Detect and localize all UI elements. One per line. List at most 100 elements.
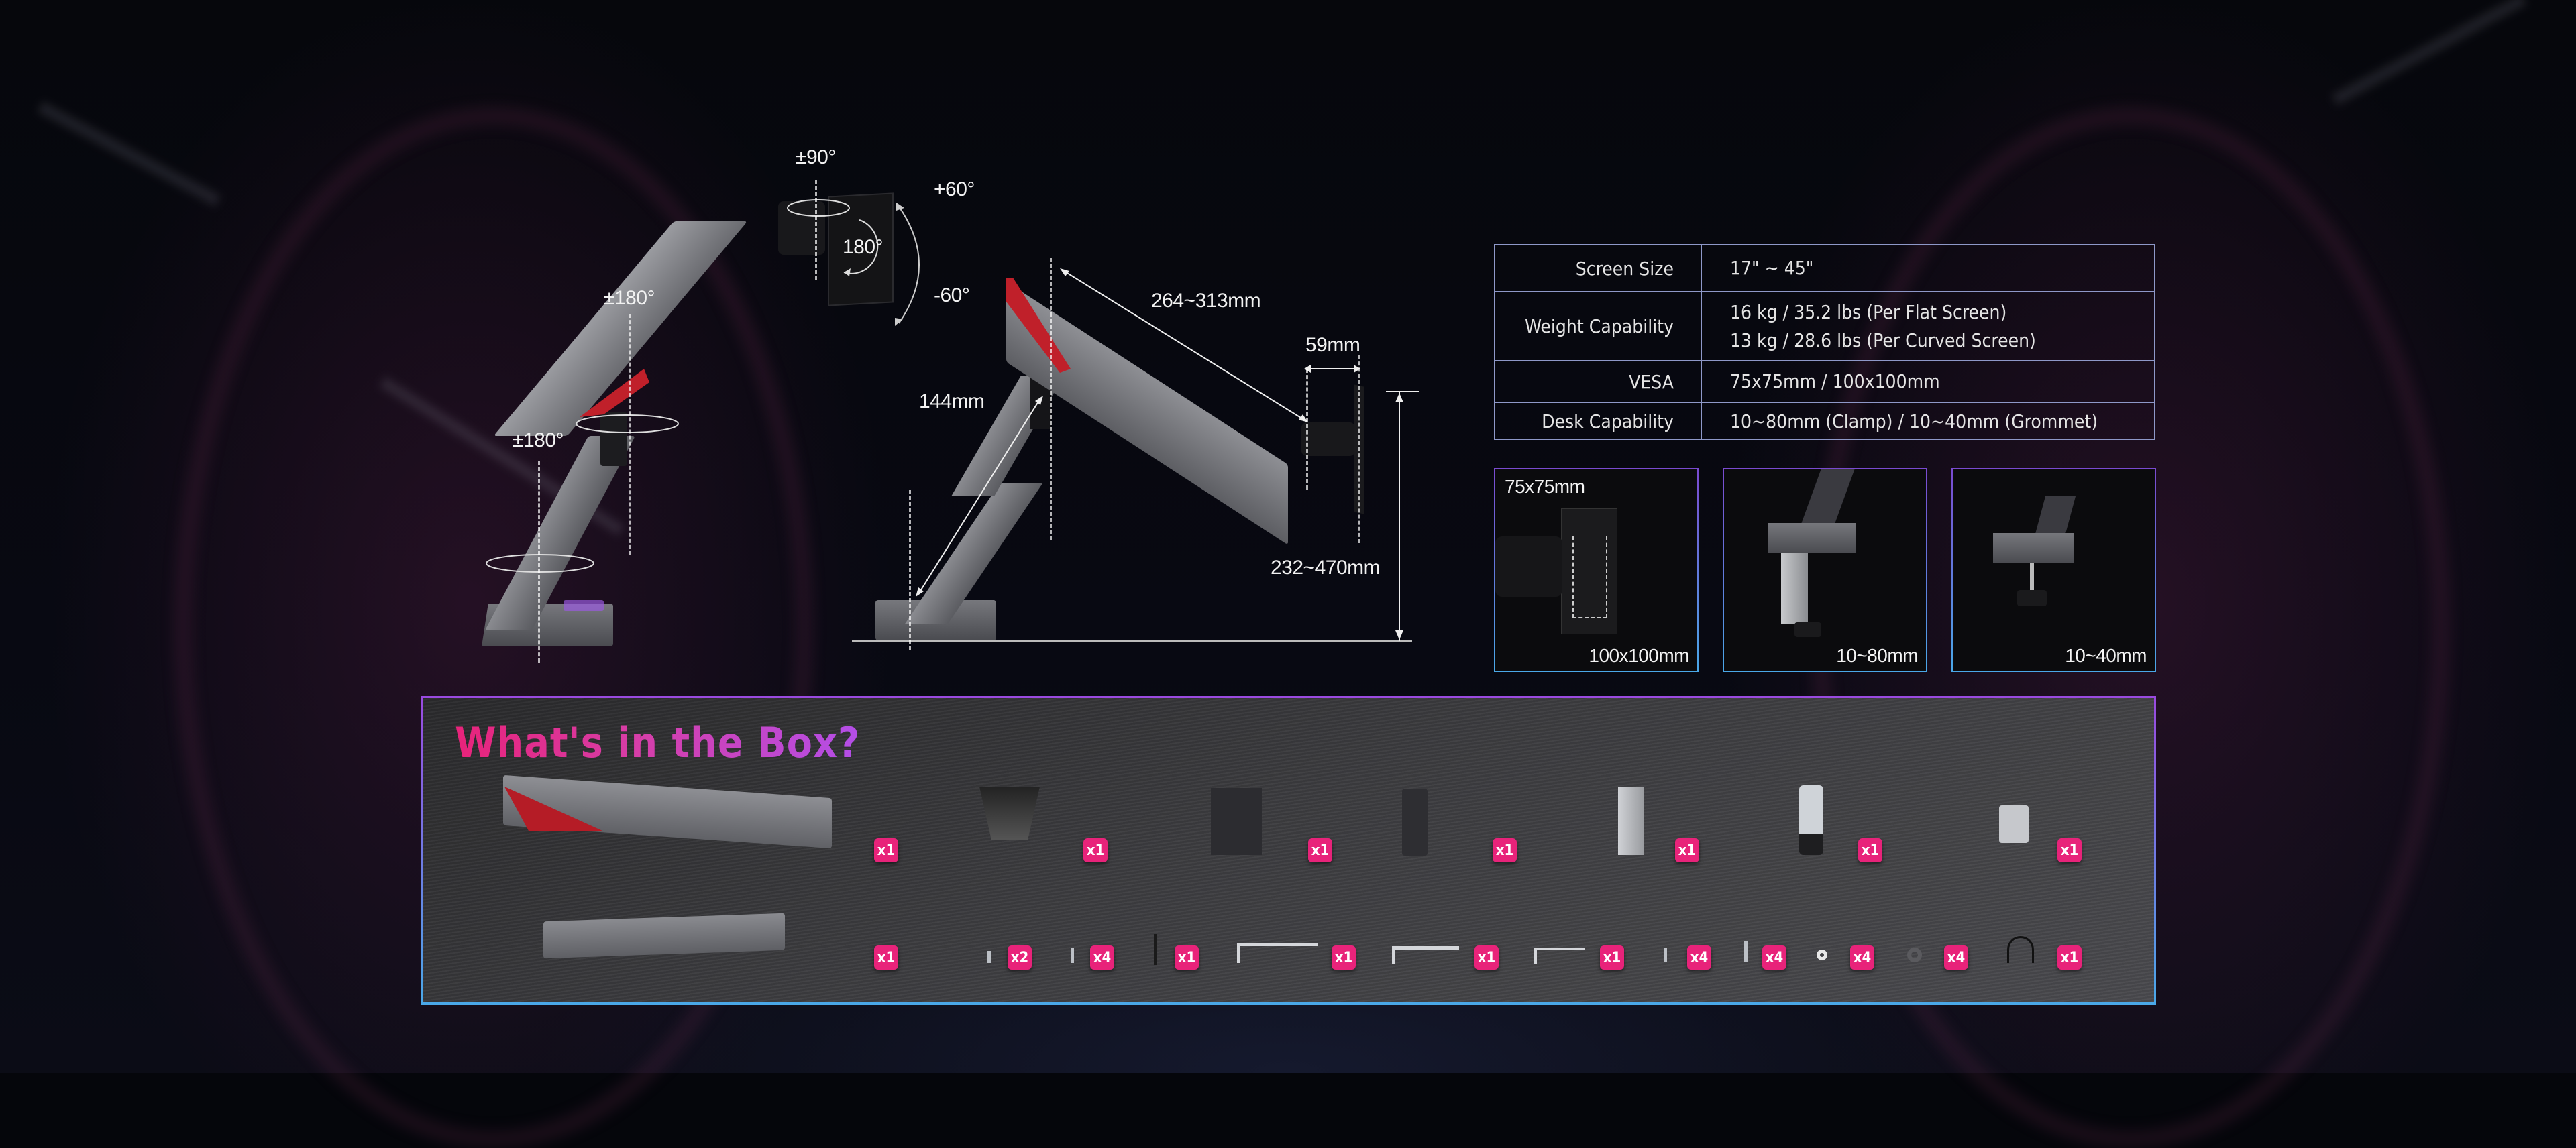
panel-bottom-label: 10~80mm [1836,645,1918,666]
panel-top-label: 75x75mm [1505,476,1585,497]
axis-line [1358,355,1360,543]
part-screw [1071,948,1074,963]
arm-image [1801,469,1855,523]
part-large-allen-key [1237,943,1318,963]
spec-label: VESA [1495,361,1702,402]
qty-badge: x1 [1675,838,1699,862]
clamp-knob [1794,622,1821,637]
qty-badge: x1 [1083,838,1108,862]
qty-badge: x1 [1308,838,1332,862]
part-spacer [1907,948,1922,962]
upper-swivel-label: ±180° [604,287,655,309]
vesa-hole-outline [1572,536,1607,618]
spec-value: 17" ~ 45" [1730,257,1814,279]
part-clamp-screw [1799,785,1823,855]
qty-badge: x1 [1858,838,1882,862]
qty-badge: x1 [874,945,898,970]
qty-badge: x1 [2057,945,2082,970]
dimension-arrow-height [1386,391,1419,641]
qty-badge: x1 [1474,945,1499,970]
part-base [979,787,1040,840]
qty-badge: x1 [1600,945,1624,970]
tilt-down-label: -60° [934,284,970,306]
axis-line [538,461,540,663]
vesa-offset-label: 59mm [1305,334,1360,356]
panel-bottom-label: 100x100mm [1589,645,1689,666]
qty-badge: x1 [874,838,898,862]
spec-value: 75x75mm / 100x100mm [1730,370,1940,392]
part-vesa-plate [1211,788,1262,855]
qty-badge: x4 [1850,945,1874,970]
qty-badge: x4 [1687,945,1711,970]
spec-label: Weight Capability [1495,292,1702,360]
qty-badge: x1 [2057,838,2082,862]
spec-label: Desk Capability [1495,403,1702,440]
grommet-rod [2030,563,2034,590]
swivel-ellipse-icon [787,199,850,217]
monitor-mount [1301,422,1355,456]
dimension-arrow-upper [1060,268,1308,422]
qty-badge: x1 [1332,945,1356,970]
height-range-label: 232~470mm [1271,557,1381,579]
desk-line [852,640,1412,642]
clamp-image [1781,553,1808,624]
whats-in-the-box: What's in the Box? x1 x1 x1 x1 x1 x1 x1 … [421,696,2156,1005]
qty-badge: x1 [1493,838,1517,862]
part-short-screw [987,951,991,963]
box-title: What's in the Box? [455,718,861,767]
panel-vesa: 75x75mm 100x100mm [1494,468,1699,672]
base-image [1993,533,2074,563]
spec-row-weight: Weight Capability 16 kg / 35.2 lbs (Per … [1495,291,2154,360]
lower-arm-length-label: 144mm [919,390,985,412]
rotation-label: 180° [843,236,883,258]
tilt-arc-icon [895,203,920,326]
tilt-up-label: +60° [934,178,975,200]
part-grommet-plate [1999,805,2029,843]
qty-badge: x1 [1175,945,1199,970]
swivel-ellipse-icon [486,554,594,573]
spec-row-screen-size: Screen Size 17" ~ 45" [1495,245,2154,291]
spec-value: 10~80mm (Clamp) / 10~40mm (Grommet) [1730,410,2098,433]
qty-badge: x4 [1090,945,1114,970]
part-cable-cover [1402,789,1428,856]
panel-bottom-label: 10~40mm [2065,645,2147,666]
part-long-black-screw [1154,934,1157,965]
part-arm-cover [543,913,785,959]
part-usb-cable [2007,936,2034,963]
arm-image [2034,496,2076,536]
part-medium-allen-key [1392,946,1459,964]
dimension-arrow-lower [916,396,1043,597]
part-clamp-bracket [1618,787,1644,855]
axis-line [909,490,911,650]
swivel-ellipse-icon [576,414,679,433]
part-small-allen-key [1534,948,1585,964]
axis-line [629,314,631,555]
qty-badge: x2 [1008,945,1032,970]
axis-line [1050,258,1052,540]
upper-arm-red-accent [580,369,649,417]
qty-badge: x4 [1762,945,1786,970]
upper-arm-red-accent [504,787,602,831]
tilt-swivel-label: ±90° [796,146,836,168]
rotation-arc-icon [843,219,879,276]
part-long-screw [1744,941,1748,962]
upper-arm-red-accent [1006,278,1071,373]
panel-grommet: 10~40mm [1951,468,2156,672]
lower-swivel-label: ±180° [513,429,564,451]
tilt-head [778,201,825,255]
grommet-knob [2017,590,2047,606]
spec-table: Screen Size 17" ~ 45" Weight Capability … [1494,244,2155,440]
part-washer [1817,950,1827,960]
qty-badge: x4 [1944,945,1968,970]
dimension-arrow-offset [1304,365,1360,373]
spec-value: 16 kg / 35.2 lbs (Per Flat Screen) [1730,300,2007,323]
spec-row-desk: Desk Capability 10~80mm (Clamp) / 10~40m… [1495,402,2154,440]
spec-row-vesa: VESA 75x75mm / 100x100mm [1495,360,2154,402]
base-image [1768,523,1856,553]
panel-clamp: 10~80mm [1723,468,1927,672]
mount-hinge [1495,536,1562,597]
arm-pillar [600,412,627,466]
base-rgb-glow [564,600,604,611]
spec-value: 13 kg / 28.6 lbs (Per Curved Screen) [1730,329,2036,351]
axis-line [815,180,817,280]
